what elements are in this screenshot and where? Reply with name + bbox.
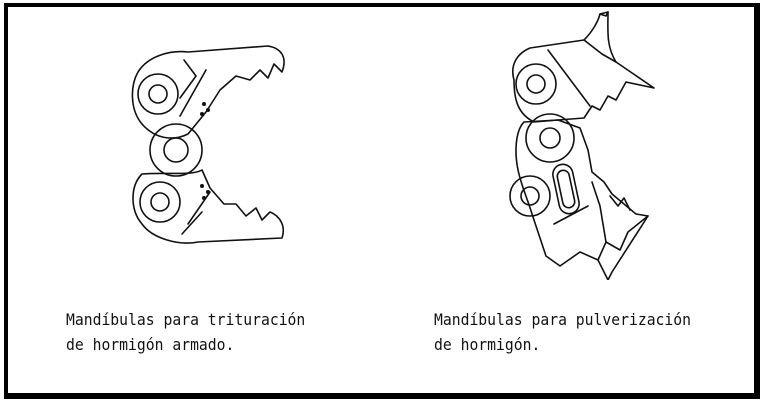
cylinder-slot [552,163,580,215]
main-body [515,119,649,267]
caption-line: Mandíbulas para pulverización [434,310,692,329]
upper-pivot-outer [515,63,557,105]
lower-pivot-outer [139,181,181,223]
upper-pivot-inner [148,84,168,104]
caption-line: de hormigón. [434,335,541,354]
upper-jaw-teeth-marks [200,102,210,116]
caption-line: Mandíbulas para trituración [66,310,306,329]
central-pivot-outer [525,113,575,163]
lower-pivot-inner [520,186,540,206]
lower-jaw [597,215,649,280]
pulverizing-jaws-drawing [509,11,655,280]
upper-jaw [512,11,655,123]
central-pivot-outer [149,123,203,177]
pulverizing-jaws-caption: Mandíbulas para pulverización de hormigó… [434,307,691,357]
upper-pivot-outer [137,73,179,115]
crushing-jaws-drawing [131,45,285,244]
figure-frame [4,3,760,399]
caption-line: de hormigón armado. [66,335,235,354]
central-pivot-inner [163,137,189,163]
lower-pivot-inner [150,192,170,212]
central-pivot-inner [539,127,561,149]
upper-jaw [131,45,285,139]
lower-jaw-teeth-marks [200,184,210,200]
crushing-jaws-caption: Mandíbulas para trituración de hormigón … [66,307,305,357]
lower-jaw [132,169,285,244]
lower-pivot-outer [509,175,551,217]
upper-pivot-inner [526,74,546,94]
